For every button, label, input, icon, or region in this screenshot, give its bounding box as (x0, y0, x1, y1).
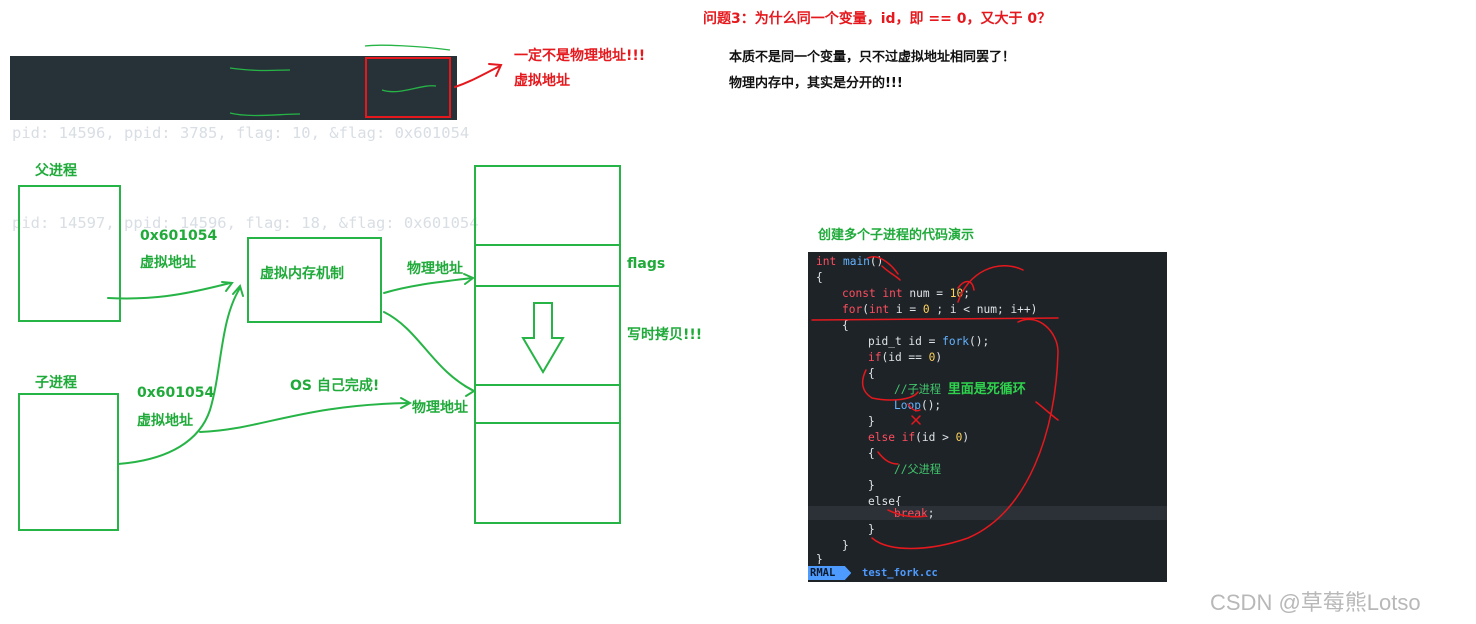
question-title: 问题3：为什么同一个变量，id，即 == 0，又大于 0？ (703, 11, 1052, 27)
arrow-vm-to-phys2 (383, 311, 475, 392)
code-line: if(id == 0) (868, 351, 943, 364)
physical-memory-column (474, 165, 621, 524)
code-line: Loop(); (894, 399, 942, 412)
file-name: test_fork.cc (862, 567, 938, 579)
child-process-label: 子进程 (35, 375, 77, 391)
code-line: } (868, 523, 875, 536)
down-arrow-icon (521, 302, 565, 374)
memory-divider (474, 384, 621, 386)
child-address: 0x601054 (137, 385, 215, 401)
arrow-vm-to-phys1 (383, 277, 473, 294)
mode-indicator: RMAL (808, 566, 852, 580)
virtual-memory-box (247, 237, 382, 323)
child-process-box (18, 393, 119, 531)
code-line: } (868, 415, 875, 428)
code-line: } (868, 479, 875, 492)
parent-address-note: 虚拟地址 (140, 255, 196, 271)
code-line: for(int i = 0 ; i < num; i++) (842, 303, 1038, 316)
code-line: } (842, 539, 849, 552)
physical-address-label-1: 物理地址 (407, 261, 463, 277)
virtual-address-note: 虚拟地址 (514, 73, 570, 89)
physical-address-label-2: 物理地址 (412, 400, 468, 416)
code-demo-title: 创建多个子进程的代码演示 (818, 228, 975, 243)
dead-loop-note: 里面是死循环 (947, 382, 1026, 397)
parent-address: 0x601054 (140, 228, 218, 244)
parent-process-box (18, 185, 121, 322)
arrow-os-to-phys2 (199, 402, 409, 433)
terminal-line-1: pid: 14596, ppid: 3785, flag: 10, &flag:… (12, 124, 470, 142)
code-annotations (811, 256, 1059, 550)
code-editor: int main() { const int num = 10; for(int… (808, 252, 1167, 582)
code-line: { (816, 271, 823, 284)
arrow-parent-to-vm (107, 282, 231, 300)
arrow-child-to-vm (117, 287, 241, 465)
terminal-line-2: pid: 14597, ppid: 14596, flag: 18, &flag… (12, 214, 479, 232)
watermark: CSDN @草莓熊Lotso (1210, 590, 1421, 615)
terminal-output: pid: 14596, ppid: 3785, flag: 10, &flag:… (10, 56, 479, 232)
code-line: else{ (868, 495, 902, 508)
copy-on-write-label: 写时拷贝!!! (627, 327, 703, 343)
os-note: OS 自己完成! (290, 378, 380, 394)
virtual-memory-label: 虚拟内存机制 (260, 266, 344, 282)
current-line-highlight (808, 506, 1167, 520)
code-line: const int num = 10; (842, 287, 971, 300)
red-pointer-arrow (454, 65, 501, 88)
memory-divider (474, 244, 621, 246)
child-address-note: 虚拟地址 (137, 413, 193, 429)
code-line: } (816, 553, 823, 566)
flags-label: flags (627, 256, 666, 272)
address-highlight-box (365, 57, 451, 118)
code-line: { (842, 319, 849, 332)
code-line: { (868, 447, 875, 460)
status-bar: RMAL test_fork.cc (808, 564, 1167, 582)
parent-process-label: 父进程 (35, 163, 77, 179)
answer-line-2: 物理内存中，其实是分开的!!! (729, 76, 903, 91)
code-line: pid_t id = fork(); (868, 335, 990, 348)
code-line: //子进程 里面是死循环 (894, 382, 1026, 397)
code-line: else if(id > 0) (868, 431, 970, 444)
answer-line-1: 本质不是同一个变量，只不过虚拟地址相同罢了！ (729, 50, 1016, 65)
memory-divider (474, 422, 621, 424)
code-line: { (868, 367, 875, 380)
not-physical-note: 一定不是物理地址!!! (514, 48, 646, 64)
code-line: //父进程 (894, 463, 942, 476)
memory-divider (474, 285, 621, 287)
